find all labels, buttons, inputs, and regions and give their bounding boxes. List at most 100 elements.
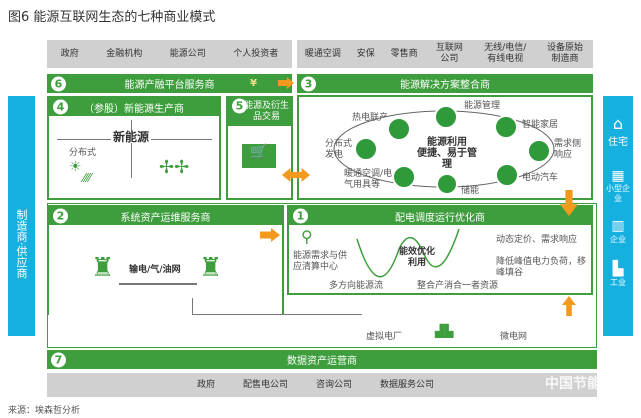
double-orange-arrow [282, 168, 310, 182]
distributed-label: 分布式 [69, 148, 97, 158]
node-label: 热电联产 [352, 113, 389, 123]
demand-response-icon [527, 139, 551, 163]
pylon-icon: ♜ [91, 253, 115, 283]
watermark: 中国节能 [545, 376, 601, 392]
stakeholder: 政府 [197, 379, 216, 390]
wave-line [356, 229, 460, 278]
model-2-box: 2 系统资产运维服务商 ♜ ♜ 输电/气/油网 [47, 205, 284, 315]
arrow-double [119, 283, 197, 285]
office-icon: ▥ [611, 218, 625, 234]
number-badge: 6 [51, 76, 66, 91]
number-badge: 1 [293, 208, 308, 224]
customer-label: 住宅 [608, 137, 628, 148]
orange-arrow [260, 228, 280, 242]
storage-icon [436, 173, 458, 195]
stakeholder: 咨询公司 [316, 379, 353, 390]
result-label: 动态定价、需求响应 [496, 235, 578, 245]
stakeholder: 政府 [60, 48, 79, 59]
stakeholder: 互联网公司 [435, 43, 463, 64]
model-2-header: 2 系统资产运维服务商 [49, 207, 282, 225]
flow-label: 多方向能源流 [329, 281, 384, 291]
stakeholder: 安保 [356, 48, 375, 59]
model-5-label: 能源及衍生品交易 [243, 101, 289, 122]
hvac-icon [392, 165, 416, 189]
node-label: 能源管理 [464, 101, 501, 111]
laptop-cart-icon: 🛒 [242, 144, 276, 168]
model-3-header: 3 能源解决方案整合商 [297, 74, 593, 93]
figure-title: 图6 能源互联网生态的七种商业模式 [8, 10, 216, 25]
vpp-label: 虚拟电厂 [366, 332, 403, 342]
yen-icon: ¥ [250, 78, 257, 89]
grid-label: 输电/气/油网 [129, 265, 181, 275]
top-left-stakeholders: 政府 金融机构 能源公司 个人投资者 [47, 40, 292, 68]
customer-label: 小型企业 [606, 184, 630, 203]
wind-turbine-icon: ✢✢ [159, 157, 190, 178]
model-1-header: 1 配电调度运行优化商 [289, 207, 591, 225]
solar-icon: ☀ [69, 159, 82, 175]
pylon-icon: ♜ [199, 253, 223, 283]
house-icon: ⌂ [612, 114, 624, 133]
stakeholder: 配售电公司 [243, 379, 289, 390]
new-energy-label: 新能源 [111, 130, 152, 144]
factory-icon: ▙ [612, 261, 624, 277]
model-7-header: 7 数据资产运营商 [47, 350, 597, 369]
vpp-connector [192, 298, 362, 315]
stakeholder: 设备原始制造商 [547, 43, 584, 64]
model-1-label: 配电调度运行优化商 [395, 212, 485, 224]
stakeholder: 零售商 [390, 48, 418, 59]
model-4-label: （参股）新能源生产商 [84, 103, 184, 115]
center-line: 便捷、易于管理 [417, 148, 477, 170]
building-icon: ▦ [611, 168, 625, 184]
model-6-label: 能源产融平台服务商 [124, 80, 215, 91]
smart-home-icon [494, 115, 518, 139]
microgrid-label: 微电网 [500, 332, 528, 342]
number-badge: 4 [53, 99, 68, 115]
model-3-label: 能源解决方案整合商 [400, 80, 490, 91]
solar-panel-icon: ⁄⁄⁄⁄ [83, 171, 92, 185]
ev-icon [495, 163, 519, 187]
number-badge: 5 [232, 98, 247, 114]
pylon-icon: ⚲ [301, 227, 313, 246]
node-label: 智能家居 [522, 120, 559, 130]
orange-arrow [278, 77, 294, 89]
number-badge: 3 [301, 76, 316, 91]
bottom-stakeholders: 政府 配售电公司 咨询公司 数据服务公司 [47, 373, 597, 397]
demand-label: 能源需求与供应清算中心 [293, 251, 348, 272]
stakeholder: 个人投资者 [233, 48, 279, 59]
number-badge: 7 [51, 352, 66, 367]
number-badge: 2 [53, 208, 68, 224]
node-label: 分布式发电 [325, 139, 353, 160]
right-bar-customers: ⌂ 住宅 ▦ 小型企业 ▥ 企业 ▙ 工业 [603, 96, 633, 336]
model-2-label: 系统资产运维服务商 [120, 212, 211, 224]
model-4-header: 4 （参股）新能源生产商 [49, 98, 219, 116]
node-label: 储能 [461, 186, 480, 196]
model-7-label: 数据资产运营商 [287, 356, 357, 367]
model-1-box: 1 配电调度运行优化商 ⚲ 能源需求与供应清算中心 多方向能源流 能效优化利用 … [287, 205, 593, 295]
node-label: 暖通空调/电气用具等 [344, 169, 393, 190]
stakeholder: 无线/电信/有线电视 [484, 43, 527, 64]
distributed-gen-icon [354, 137, 378, 161]
model-3-box: 能源利用便捷、易于管理 能源管理 智能家居 需求侧响应 电动汽车 储能 暖通空调… [297, 95, 593, 200]
customer-label: 工业 [610, 278, 626, 287]
node-label: 电动汽车 [522, 173, 559, 183]
model-5-box: 5 能源及衍生品交易 🛒 [226, 96, 293, 200]
model-6-header: 6 能源产融平台服务商 ¥ [47, 74, 292, 93]
chp-icon [387, 117, 411, 141]
center-line: 能源利用 [427, 137, 467, 148]
arrow-vertical [131, 120, 132, 178]
stakeholder: 暖通空调 [304, 48, 341, 59]
energy-mgmt-icon [434, 105, 458, 129]
factory-icon: ▟▙ [435, 324, 454, 338]
integrate-label: 整合产消合一者资源 [417, 281, 499, 291]
stakeholder: 能源公司 [169, 48, 206, 59]
stakeholder: 数据服务公司 [380, 379, 435, 390]
model-4-box: 4 （参股）新能源生产商 新能源 分布式 ☀ ⁄⁄⁄⁄ ✢✢ [47, 96, 221, 200]
node-label: 需求侧响应 [554, 139, 582, 160]
customer-label: 企业 [610, 235, 626, 244]
model-5-header: 5 能源及衍生品交易 [228, 98, 291, 126]
top-right-stakeholders: 暖通空调 安保 零售商 互联网公司 无线/电信/有线电视 设备原始制造商 [297, 40, 593, 68]
left-bar-manufacturers: 制造商·供应商 [8, 96, 35, 336]
stakeholder: 金融机构 [106, 48, 143, 59]
source-note: 来源：埃森哲分析 [8, 406, 81, 416]
efficiency-label: 能效优化利用 [398, 247, 435, 268]
